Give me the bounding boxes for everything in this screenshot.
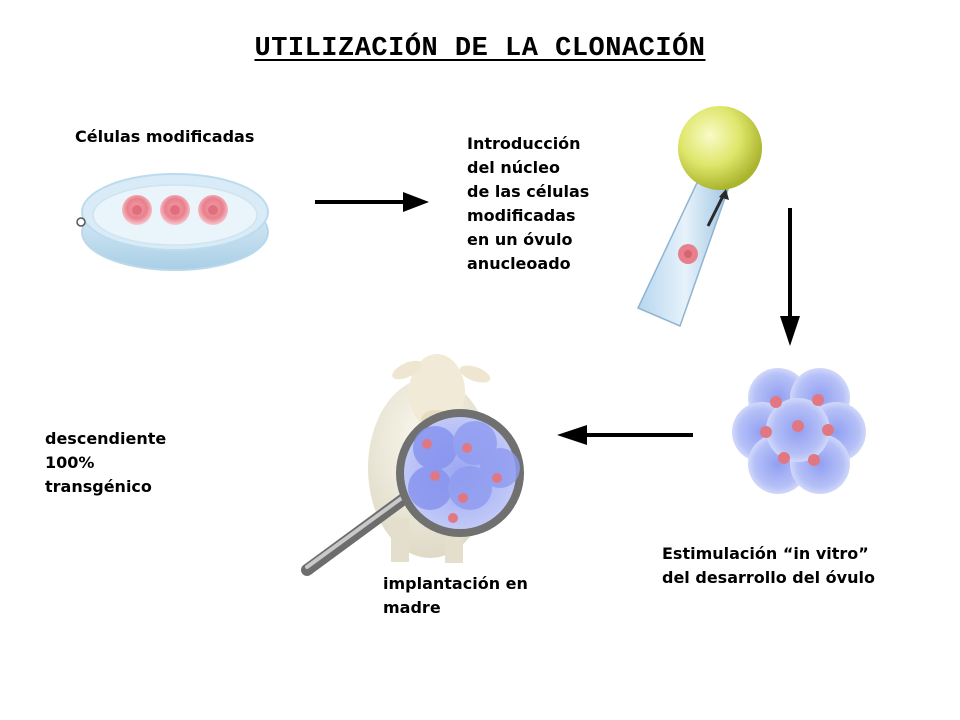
stimulation-label: Estimulación “in vitro” del desarrollo d… bbox=[662, 544, 875, 587]
sheep-magnifier-illustration bbox=[301, 354, 524, 576]
nucleus-introduction-label: Introducción del núcleo de las células m… bbox=[467, 134, 590, 273]
arrow-left-icon bbox=[557, 425, 693, 445]
egg-injection-illustration bbox=[636, 106, 762, 328]
arrow-down-icon bbox=[780, 208, 800, 346]
arrow-right-icon bbox=[315, 192, 429, 212]
petri-dish-illustration bbox=[76, 173, 269, 271]
cells-label: Células modificadas bbox=[75, 127, 255, 146]
egg-cell bbox=[678, 106, 762, 190]
embryo-illustration bbox=[732, 368, 866, 494]
implantation-label: implantación en madre bbox=[383, 574, 528, 617]
descendant-label: descendiente 100% transgénico bbox=[45, 429, 167, 496]
page-title: UTILIZACIÓN DE LA CLONACIÓN bbox=[254, 34, 706, 64]
